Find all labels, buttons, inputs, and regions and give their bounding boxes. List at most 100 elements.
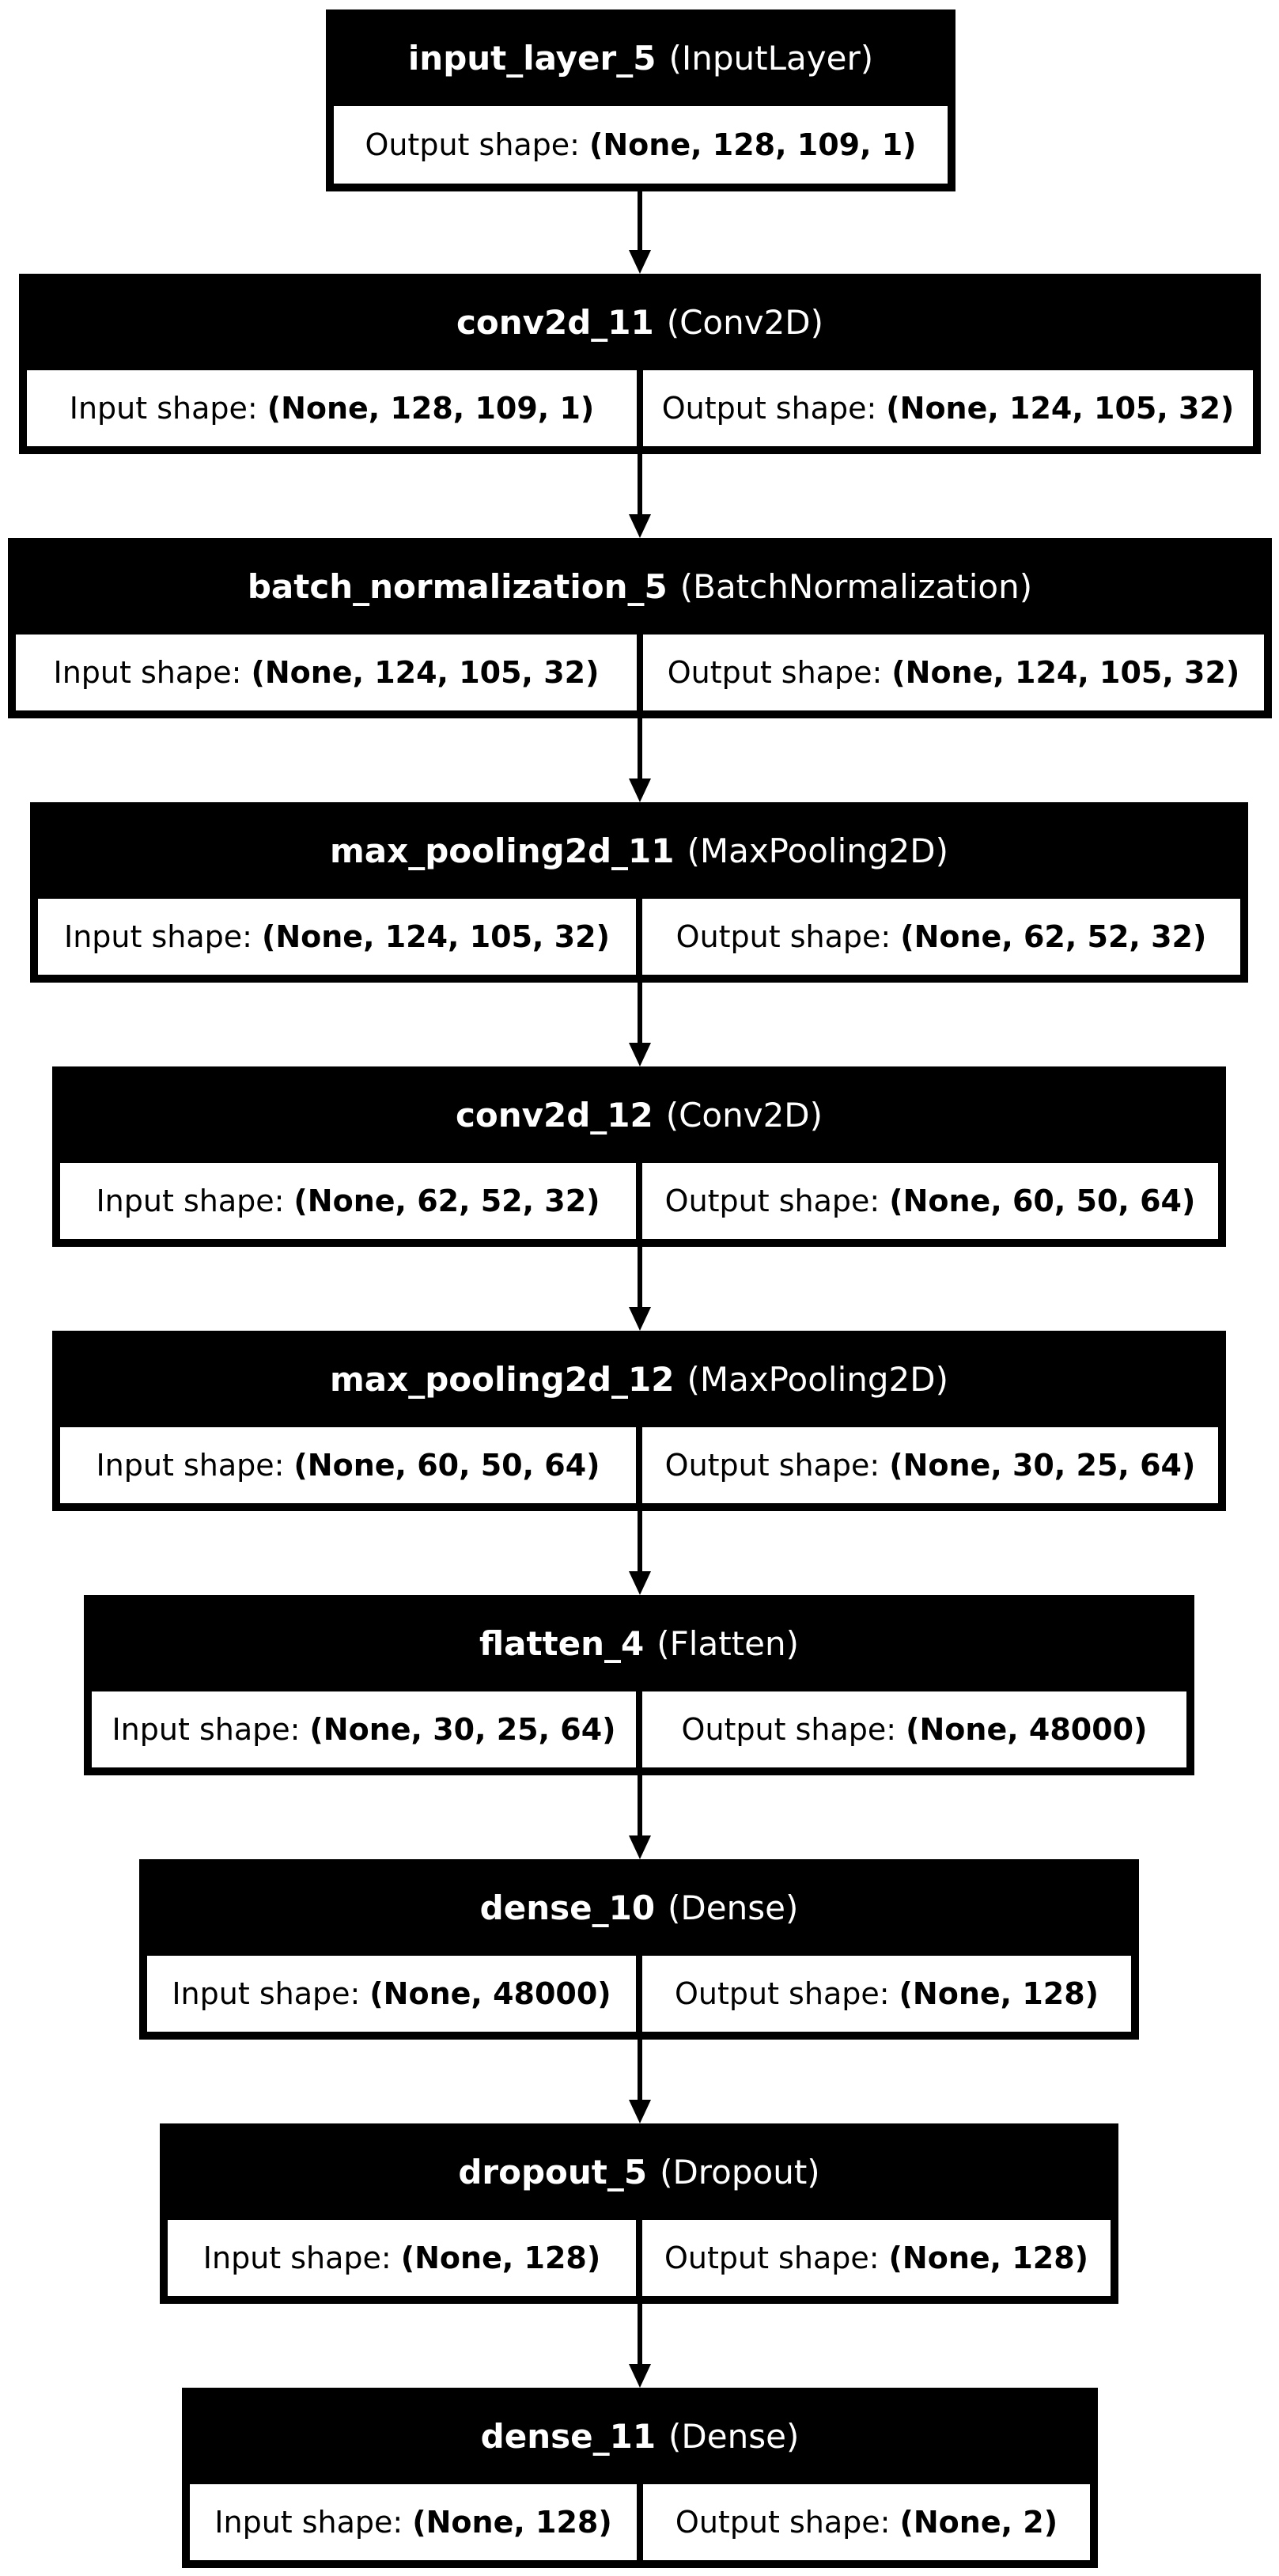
output-shape-label: Output shape:	[675, 2505, 891, 2540]
arrow-head	[629, 2364, 651, 2388]
arrow-head	[629, 1571, 651, 1595]
layer-shapes: Input shape: (None, 128) Output shape:(Non…	[190, 2484, 1090, 2560]
input-shape-label: Input shape:	[96, 1184, 285, 1218]
output-shape-value: (None, 30, 25, 64)	[889, 1448, 1196, 1483]
output-shape-cell: Output shape: (None, 124, 105, 32)	[643, 370, 1253, 446]
input-shape-cell: Input shape: (None, 128)	[190, 2484, 637, 2560]
layer-name: flatten_4	[479, 1623, 645, 1663]
layer-header: dropout_5 (Dropout)	[160, 2123, 1118, 2220]
layer-shapes: Input shape:(None, 128, 109, 1)Output sh…	[27, 370, 1253, 446]
layer-shapes: Input shape:(None, 124, 105, 32)Output s…	[38, 899, 1240, 975]
layer-name: dense_11	[480, 2416, 657, 2456]
layer-type: (Dropout)	[660, 2152, 820, 2191]
layer-header: max_pooling2d_12 (MaxPooling2D)	[52, 1331, 1226, 1427]
layer-shapes: Input shape:(None, 128)Output shape:(Non…	[168, 2220, 1111, 2296]
layer-name: conv2d_11	[456, 302, 654, 342]
layer-shapes: Output shape:(None, 128, 109, 1)	[334, 106, 948, 184]
input-shape-label: Input shape:	[202, 2241, 392, 2275]
input-shape-cell: Input shape:(None, 48000)	[147, 1956, 636, 2032]
output-shape-cell: Output shape: (None, 48000)	[642, 1691, 1186, 1767]
layer-header: flatten_4 (Flatten)	[84, 1595, 1194, 1691]
output-shape-label: Output shape:	[667, 655, 883, 690]
arrow-shaft	[638, 718, 642, 782]
output-shape-cell: Output shape:(None, 60, 50, 64)	[642, 1163, 1218, 1239]
layer-header: batch_normalization_5(BatchNormalization…	[8, 538, 1272, 635]
arrow-shaft	[638, 2304, 642, 2367]
output-shape-value: (None, 124, 105, 32)	[891, 655, 1240, 690]
layer-shapes: Input shape:(None, 30, 25, 64)Output sha…	[92, 1691, 1186, 1767]
output-shape-cell: Output shape:(None, 128)	[642, 2220, 1111, 2296]
output-shape-label: Output shape:	[675, 919, 891, 954]
layer-node: max_pooling2d_12 (MaxPooling2D) Input shap…	[52, 1331, 1226, 1511]
input-shape-cell: Input shape:(None, 60, 50, 64)	[60, 1427, 636, 1503]
input-shape-cell: Input shape:(None, 128, 109, 1)	[27, 370, 637, 446]
input-shape-value: (None, 128)	[412, 2505, 612, 2540]
output-shape-cell: Output shape:(None, 128, 109, 1)	[334, 106, 948, 184]
output-shape-value: (None, 60, 50, 64)	[889, 1184, 1196, 1218]
input-shape-label: Input shape:	[172, 1976, 361, 2011]
output-shape-cell: Output shape:(None, 124, 105, 32)	[643, 635, 1264, 710]
layer-header: conv2d_12 (Conv2D)	[52, 1066, 1226, 1163]
layer-node: dense_11 (Dense) Input shape: (None, 128) Ou…	[182, 2388, 1098, 2568]
arrow-shaft	[638, 983, 642, 1046]
input-shape-label: Input shape:	[112, 1712, 301, 1747]
arrow-head	[629, 1043, 651, 1066]
layer-header: max_pooling2d_11 (MaxPooling2D)	[30, 802, 1248, 899]
input-shape-value: (None, 128, 109, 1)	[267, 391, 595, 426]
arrow-head	[629, 1835, 651, 1859]
layer-type: (Dense)	[668, 1888, 799, 1927]
output-shape-cell: Output shape: (None, 62, 52, 32)	[642, 899, 1240, 975]
layer-name: dropout_5	[458, 2152, 648, 2191]
input-shape-value: (None, 60, 50, 64)	[293, 1448, 600, 1483]
output-shape-value: (None, 2)	[899, 2505, 1058, 2540]
layer-name: max_pooling2d_12	[330, 1359, 675, 1399]
layer-type: (InputLayer)	[668, 38, 874, 78]
layer-type: (Dense)	[668, 2416, 800, 2456]
output-shape-value: (None, 128)	[899, 1976, 1099, 2011]
layer-name: max_pooling2d_11	[330, 831, 675, 870]
input-shape-label: Input shape:	[53, 655, 242, 690]
input-shape-value: (None, 30, 25, 64)	[309, 1712, 616, 1747]
layer-node: batch_normalization_5(BatchNormalization…	[8, 538, 1272, 718]
layer-type: (Flatten)	[657, 1623, 799, 1663]
layer-header: input_layer_5(InputLayer)	[326, 9, 955, 106]
arrow-shaft	[638, 191, 642, 253]
input-shape-cell: Input shape:(None, 128)	[168, 2220, 636, 2296]
arrow-shaft	[638, 1247, 642, 1310]
input-shape-cell: Input shape:(None, 62, 52, 32)	[60, 1163, 636, 1239]
layer-header: conv2d_11 (Conv2D)	[19, 274, 1261, 370]
arrow-head	[629, 778, 651, 802]
layer-type: (MaxPooling2D)	[687, 1359, 948, 1399]
input-shape-cell: Input shape:(None, 124, 105, 32)	[38, 899, 636, 975]
arrow-shaft	[638, 1775, 642, 1839]
layer-node: conv2d_12 (Conv2D) Input shape:(None, 62, …	[52, 1066, 1226, 1247]
layer-node: max_pooling2d_11 (MaxPooling2D) Input shap…	[30, 802, 1248, 983]
layer-node: conv2d_11 (Conv2D) Input shape:(None, 128,…	[19, 274, 1261, 454]
arrow-head	[629, 514, 651, 538]
layer-node: dense_10(Dense)Input shape:(None, 48000)…	[139, 1859, 1139, 2040]
input-shape-cell: Input shape:(None, 30, 25, 64)	[92, 1691, 636, 1767]
arrow-shaft	[638, 1511, 642, 1574]
layer-node: flatten_4 (Flatten) Input shape:(None, 30,…	[84, 1595, 1194, 1775]
layer-type: (BatchNormalization)	[679, 566, 1033, 606]
output-shape-label: Output shape:	[674, 1976, 890, 2011]
layer-type: (Conv2D)	[665, 1095, 823, 1135]
output-shape-label: Output shape:	[664, 2241, 880, 2275]
output-shape-label: Output shape:	[365, 127, 580, 162]
arrow-shaft	[638, 2040, 642, 2103]
output-shape-label: Output shape:	[681, 1712, 897, 1747]
layer-type: (Conv2D)	[666, 302, 824, 342]
output-shape-value: (None, 124, 105, 32)	[886, 391, 1235, 426]
input-shape-label: Input shape:	[214, 2505, 403, 2540]
layer-header: dense_10(Dense)	[139, 1859, 1139, 1956]
input-shape-value: (None, 48000)	[369, 1976, 611, 2011]
output-shape-value: (None, 48000)	[906, 1712, 1148, 1747]
output-shape-value: (None, 62, 52, 32)	[900, 919, 1207, 954]
arrow-head	[629, 2100, 651, 2123]
output-shape-label: Output shape:	[661, 391, 877, 426]
layer-shapes: Input shape:(None, 48000) Output shape: (N…	[147, 1956, 1131, 2032]
layer-name: conv2d_12	[455, 1095, 653, 1135]
output-shape-cell: Output shape:(None, 2)	[643, 2484, 1090, 2560]
layer-type: (MaxPooling2D)	[687, 831, 948, 870]
